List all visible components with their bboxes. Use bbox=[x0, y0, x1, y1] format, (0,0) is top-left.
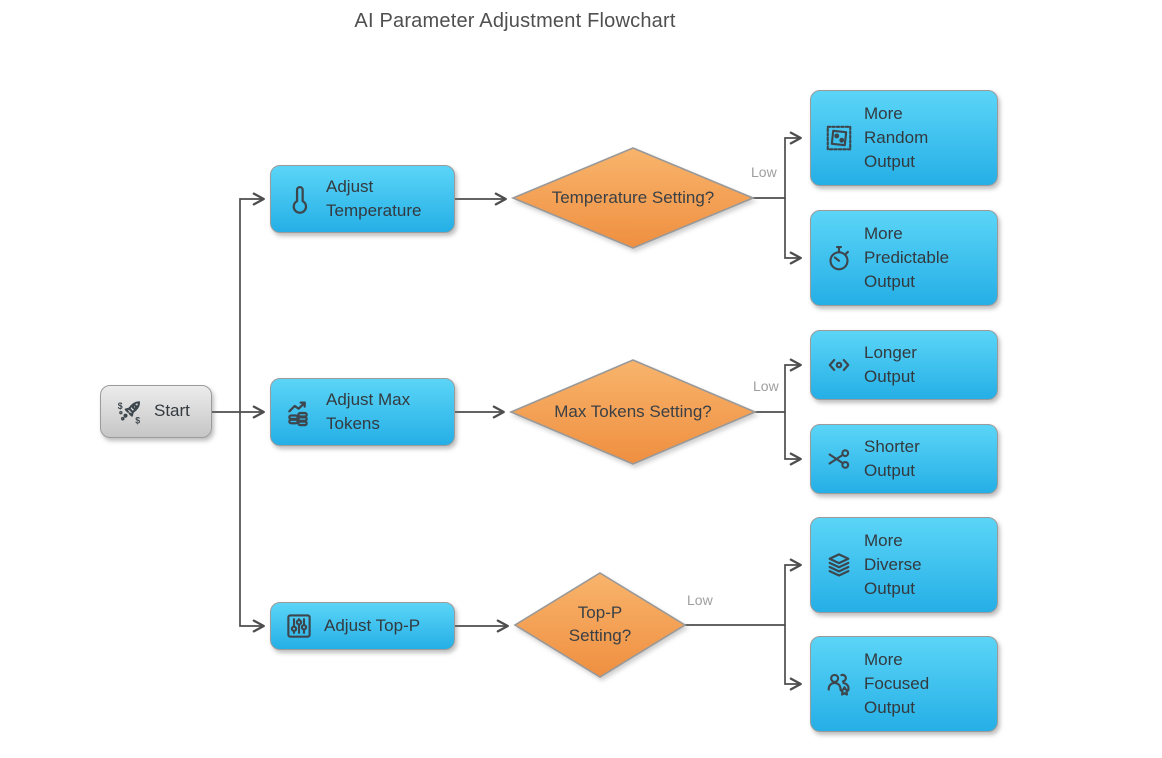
node-shorter-output: Shorter Output bbox=[810, 424, 998, 494]
sliders-icon bbox=[284, 611, 314, 641]
decision-top-p-setting: Top-P Setting? bbox=[515, 573, 685, 677]
node-label: Longer Output bbox=[864, 342, 917, 386]
node-label: More Random Output bbox=[864, 103, 929, 172]
stopwatch-icon bbox=[824, 243, 854, 273]
svg-text:$: $ bbox=[135, 415, 140, 425]
edge-start-to-temperature bbox=[239, 192, 265, 412]
node-label: More Focused Output bbox=[864, 649, 930, 718]
node-adjust-top-p: Adjust Top-P bbox=[270, 602, 455, 650]
edge-label-low-top-p: Low bbox=[687, 592, 713, 608]
edge-temp-decision-to-random bbox=[753, 131, 802, 199]
thermometer-icon bbox=[284, 183, 316, 215]
node-label: Adjust Top-P bbox=[324, 615, 421, 635]
die-stamp-icon bbox=[824, 123, 854, 153]
users-star-icon bbox=[824, 669, 854, 699]
node-more-predictable-output: More Predictable Output bbox=[810, 210, 998, 306]
node-label: Adjust Temperature bbox=[326, 176, 422, 220]
node-start: $ $ Start bbox=[100, 385, 212, 438]
scissors-icon bbox=[824, 444, 854, 474]
node-more-random-output: More Random Output bbox=[810, 90, 998, 186]
edge-topp-decision-to-diverse bbox=[685, 558, 802, 626]
flowchart-title: AI Parameter Adjustment Flowchart bbox=[354, 10, 676, 32]
diamond-top-p-setting bbox=[513, 572, 687, 678]
node-adjust-max-tokens: Adjust Max Tokens bbox=[270, 378, 455, 446]
decision-label: Max Tokens Setting? bbox=[554, 401, 712, 421]
edge-label-low-max-tokens: Low bbox=[753, 378, 779, 394]
token-stack-growth-icon bbox=[284, 396, 316, 428]
node-label: Shorter Output bbox=[864, 436, 920, 480]
node-more-diverse-output: More Diverse Output bbox=[810, 517, 998, 613]
node-more-focused-output: More Focused Output bbox=[810, 636, 998, 732]
decision-max-tokens-setting: Max Tokens Setting? bbox=[511, 360, 755, 464]
node-label: More Diverse Output bbox=[864, 530, 922, 599]
edge-max-decision-to-longer bbox=[755, 358, 802, 413]
node-adjust-temperature: Adjust Temperature bbox=[270, 165, 455, 233]
node-longer-output: Longer Output bbox=[810, 330, 998, 400]
svg-text:$: $ bbox=[118, 400, 123, 410]
edge-temp-decision-to-predictable bbox=[784, 198, 802, 265]
node-label: Start bbox=[154, 401, 190, 421]
edge-topp-decision-to-focused bbox=[784, 625, 802, 691]
node-label: Adjust Max Tokens bbox=[326, 389, 411, 433]
edge-max-decision-to-shorter bbox=[784, 412, 802, 466]
decision-temperature-setting: Temperature Setting? bbox=[513, 148, 753, 248]
decision-label: Temperature Setting? bbox=[551, 187, 715, 207]
node-label: More Predictable Output bbox=[864, 223, 950, 292]
diamond-max-tokens-setting bbox=[508, 359, 758, 465]
diamond-temperature-setting bbox=[510, 147, 756, 249]
layers-icon bbox=[824, 550, 854, 580]
code-brackets-dot-icon bbox=[824, 350, 854, 380]
decision-label: Top-P Setting? bbox=[568, 603, 632, 645]
rocket-money-icon: $ $ bbox=[114, 397, 144, 427]
edge-start-to-top-p bbox=[239, 412, 265, 633]
edge-label-low-temperature: Low bbox=[751, 164, 777, 180]
